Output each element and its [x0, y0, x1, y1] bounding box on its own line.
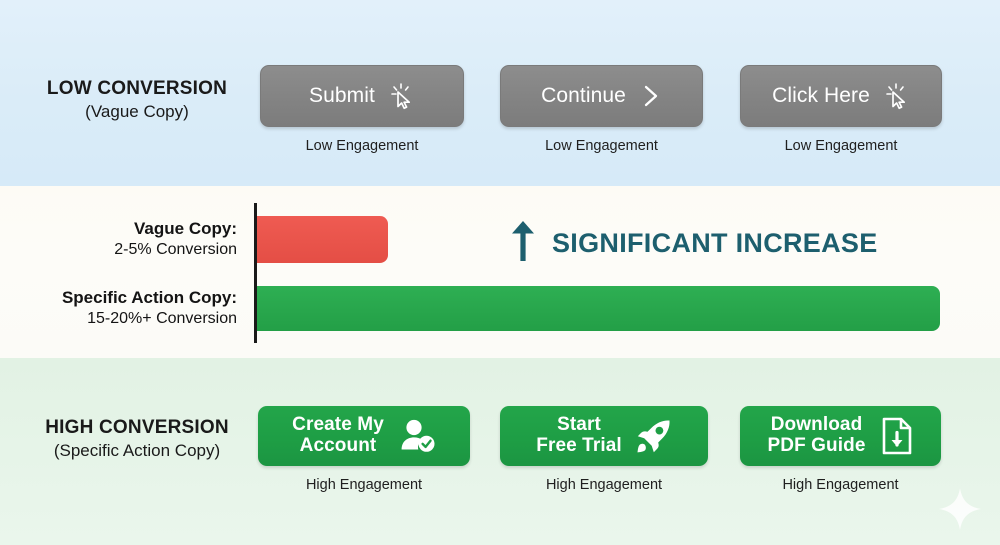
low-conversion-title: LOW CONVERSION [46, 78, 228, 99]
download-pdf-guide-button-label: Download PDF Guide [767, 414, 866, 457]
chevron-right-icon [640, 83, 662, 109]
comparison-chart-band [0, 186, 1000, 358]
cta-group-download-pdf: Download PDF Guide High Engagement [740, 406, 941, 493]
bar-label-specific-value: 15-20%+ Conversion [87, 310, 237, 328]
start-free-trial-label-line2: Free Trial [536, 435, 622, 456]
sparkle-icon [938, 487, 982, 536]
high-conversion-caption: HIGH CONVERSION (Specific Action Copy) [12, 417, 262, 461]
create-my-account-label-line1: Create My [292, 414, 384, 436]
user-check-icon [398, 418, 436, 454]
rocket-icon [636, 419, 672, 453]
high-conversion-subtitle: (Specific Action Copy) [53, 441, 221, 461]
cta-group-create-account: Create My Account High Engagement [258, 406, 470, 493]
download-pdf-guide-engagement-note: High Engagement [782, 477, 899, 493]
bar-specific-action-copy [257, 286, 940, 331]
significant-increase-text: SIGNIFICANT INCREASE [552, 228, 878, 258]
download-pdf-guide-button[interactable]: Download PDF Guide [740, 406, 941, 466]
click-here-button[interactable]: Click Here [740, 65, 942, 127]
cta-group-free-trial: Start Free Trial High Engagement [500, 406, 708, 493]
create-my-account-button[interactable]: Create My Account [258, 406, 470, 466]
create-my-account-button-label: Create My Account [292, 414, 384, 457]
continue-button[interactable]: Continue [500, 65, 703, 127]
low-conversion-caption: LOW CONVERSION (Vague Copy) [12, 78, 262, 122]
submit-button-label: Submit [309, 84, 375, 108]
bar-label-specific-title: Specific Action Copy: [61, 288, 237, 307]
submit-button[interactable]: Submit [260, 65, 464, 127]
submit-engagement-note: Low Engagement [305, 138, 419, 154]
download-pdf-guide-label-line1: Download [770, 414, 863, 436]
arrow-up-icon [508, 218, 538, 269]
click-here-button-label: Click Here [772, 84, 870, 108]
cta-group-continue: Continue Low Engagement [500, 65, 703, 154]
continue-engagement-note: Low Engagement [545, 138, 658, 154]
high-conversion-title: HIGH CONVERSION [45, 417, 229, 438]
cta-group-submit: Submit Low Engagement [260, 65, 464, 154]
start-free-trial-label-line1: Start [557, 414, 601, 436]
click-cursor-icon [884, 82, 910, 110]
continue-button-label: Continue [541, 84, 626, 108]
file-download-icon [880, 417, 914, 455]
low-conversion-subtitle: (Vague Copy) [85, 102, 189, 122]
start-free-trial-engagement-note: High Engagement [545, 477, 663, 493]
cta-group-click-here: Click Here Low Engagement [740, 65, 942, 154]
bar-label-vague-title: Vague Copy: [134, 219, 237, 238]
create-my-account-engagement-note: High Engagement [305, 477, 423, 493]
create-my-account-label-line2: Account [299, 435, 377, 456]
download-pdf-guide-label-line2: PDF Guide [767, 435, 866, 456]
bar-label-specific-copy: Specific Action Copy: 15-20%+ Conversion [7, 288, 237, 329]
click-cursor-icon [389, 82, 415, 110]
start-free-trial-button[interactable]: Start Free Trial [500, 406, 708, 466]
bar-label-vague-value: 2-5% Conversion [114, 241, 237, 259]
significant-increase-callout: SIGNIFICANT INCREASE [508, 218, 878, 269]
start-free-trial-button-label: Start Free Trial [536, 414, 622, 457]
click-here-engagement-note: Low Engagement [784, 138, 898, 154]
chart-baseline-axis [254, 203, 257, 343]
bar-vague-copy [257, 216, 388, 263]
bar-label-vague-copy: Vague Copy: 2-5% Conversion [7, 219, 237, 260]
